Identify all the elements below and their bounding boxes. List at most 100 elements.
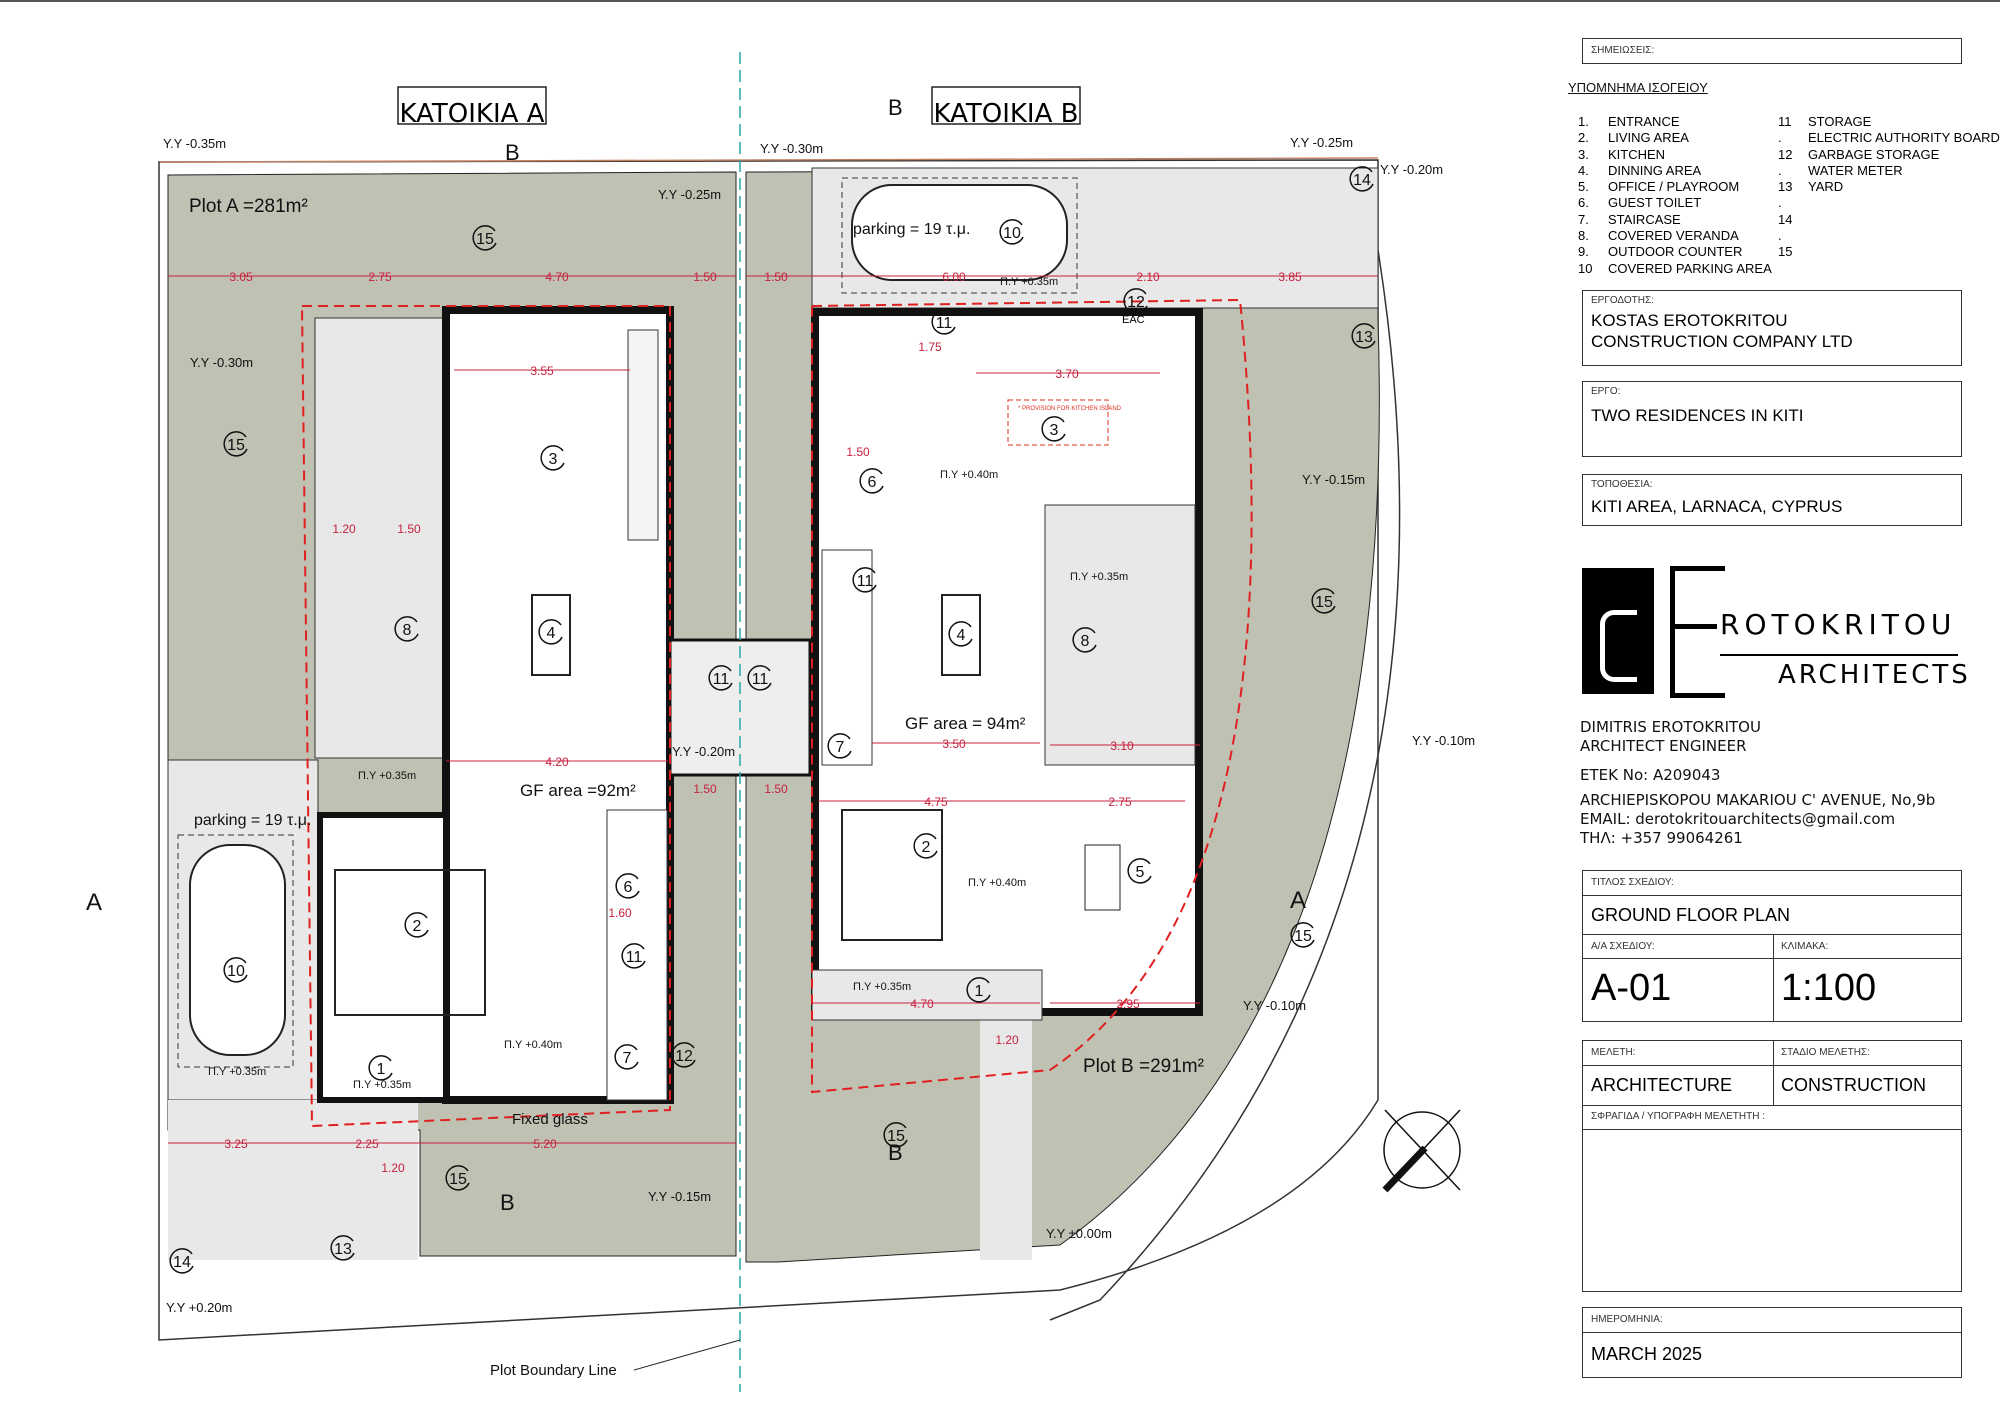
room-tag: 15 bbox=[472, 225, 497, 251]
room-tag-circle bbox=[169, 1248, 194, 1274]
room-tag-circle bbox=[1041, 416, 1066, 442]
room-tag-circle bbox=[368, 1055, 393, 1081]
level-label: Y.Y -0.10m bbox=[1412, 733, 1475, 748]
architect-email: EMAIL: derotokritouarchitects@gmail.com bbox=[1580, 810, 1896, 828]
legend-title: ΥΠΟΜΝΗΜΑ ΙΣΟΓΕΙΟΥ bbox=[1568, 80, 1708, 95]
legend-text: KITCHEN bbox=[1608, 146, 1666, 162]
room-tag: 3 bbox=[540, 445, 565, 471]
legend-text: YARD bbox=[1808, 179, 1844, 195]
room-tag-number: 15 bbox=[1294, 928, 1312, 945]
legend-item: 10 COVERED PARKING AREA bbox=[1578, 261, 1772, 277]
architect-address: ARCHIEPISKOPOU MAKARIOU C' AVENUE, No,9b bbox=[1580, 791, 1936, 809]
drawing-info-table: ΤΙΤΛΟΣ ΣΧΕΔΙΟΥ: GROUND FLOOR PLAN Α/Α ΣΧ… bbox=[1582, 870, 1962, 1022]
plot-boundary-label: Plot Boundary Line bbox=[490, 1362, 617, 1379]
legend-number: . bbox=[1778, 130, 1782, 146]
legend-number: 5. bbox=[1578, 179, 1589, 195]
property-line bbox=[159, 157, 1379, 163]
room-tag-number: 11 bbox=[857, 573, 874, 590]
date-label: ΗΜΕΡΟΜΗΝΙΑ: bbox=[1591, 1314, 1663, 1325]
room-tag-number: 10 bbox=[1003, 225, 1021, 242]
legend-text: COVERED PARKING AREA bbox=[1608, 260, 1772, 276]
room-tag: 14 bbox=[169, 1248, 194, 1274]
legend-number: 7. bbox=[1578, 211, 1589, 227]
house-b-car bbox=[851, 184, 1068, 281]
room-tag: 1 bbox=[966, 977, 991, 1003]
room-tag-number: 11 bbox=[936, 315, 953, 332]
drawing-title: GROUND FLOOR PLAN bbox=[1591, 905, 1791, 925]
scale-label: ΚΛΙΜΑΚΑ: bbox=[1781, 941, 1829, 952]
room-tag: 11 bbox=[931, 309, 956, 335]
room-tag-circle bbox=[621, 943, 646, 969]
project-box: ΕΡΓΟ: TWO RESIDENCES IN KITI bbox=[1582, 381, 1962, 457]
room-tag: 14 bbox=[1349, 166, 1374, 192]
room-tag-number: 11 bbox=[713, 671, 730, 688]
floor-level-label: Π.Υ +0.35m bbox=[1000, 276, 1058, 288]
room-tag-circle bbox=[1349, 166, 1374, 192]
room-tag: 13 bbox=[1351, 323, 1376, 349]
room-tag: 1 bbox=[368, 1055, 393, 1081]
floor-level-label: Π.Υ +0.35m bbox=[1070, 571, 1128, 583]
location-box: ΤΟΠΟΘΕΣΙΑ: KITI AREA, LARNACA, CYPRUS bbox=[1582, 474, 1962, 526]
legend-item: .WATER METER bbox=[1778, 163, 2000, 179]
room-tag: 10 bbox=[999, 219, 1024, 245]
section-marker-b-bottom: B bbox=[500, 1190, 515, 1215]
room-tag-circle bbox=[394, 616, 419, 642]
room-tag-circle bbox=[615, 873, 640, 899]
room-tag: 8 bbox=[394, 616, 419, 642]
legend-text: ENTRANCE bbox=[1608, 114, 1680, 129]
room-tag-circle bbox=[931, 309, 956, 335]
dimension-label: 4.70 bbox=[910, 997, 934, 1011]
parking-b-outline bbox=[841, 177, 1078, 294]
study-table: ΜΕΛΕΤΗ: ΣΤΑΔΙΟ ΜΕΛΕΤΗΣ: ARCHITECTURE CON… bbox=[1582, 1040, 1962, 1292]
legend-text: OFFICE / PLAYROOM bbox=[1608, 179, 1740, 195]
room-tag: 3 bbox=[1041, 416, 1066, 442]
notes-label: ΣΗΜΕΙΩΣΕΙΣ: bbox=[1591, 45, 1655, 56]
date-value: MARCH 2025 bbox=[1591, 1344, 1703, 1364]
legend-text: GUEST TOILET bbox=[1608, 195, 1702, 211]
logo-d-letter bbox=[1600, 610, 1637, 682]
room-tag-circle bbox=[538, 619, 563, 645]
legend-text: STORAGE bbox=[1808, 114, 1872, 129]
drawing-number: A-01 bbox=[1591, 967, 1672, 1009]
floor-level-label: Π.Υ +0.35m bbox=[358, 770, 416, 782]
section-marker-b-top: B bbox=[505, 140, 520, 165]
room-tag: 12 bbox=[671, 1042, 696, 1068]
architect-title: ARCHITECT ENGINEER bbox=[1580, 737, 1747, 755]
room-tag-number: 4 bbox=[547, 625, 556, 642]
room-tag-number: 1 bbox=[377, 1061, 386, 1078]
room-tag-number: 13 bbox=[1355, 329, 1373, 346]
room-tag: 4 bbox=[948, 621, 973, 647]
dimension-label: 1.50 bbox=[397, 522, 421, 536]
plot-a-area: Plot A =281m² bbox=[189, 196, 308, 217]
room-tag: 6 bbox=[615, 873, 640, 899]
dimension-label: 2.95 bbox=[1116, 997, 1140, 1011]
room-tag: 4 bbox=[538, 619, 563, 645]
building-limit-a bbox=[300, 305, 671, 1128]
legend-number: 10 bbox=[1578, 260, 1593, 276]
section-marker-a-left: A bbox=[86, 889, 102, 916]
parking-a-label: parking = 19 τ.μ. bbox=[194, 812, 311, 829]
client-label: ΕΡΓΟΔΟΤΗΣ: bbox=[1591, 295, 1654, 306]
room-tag: 2 bbox=[913, 833, 938, 859]
stage-value: CONSTRUCTION bbox=[1781, 1075, 1926, 1095]
stamp-label: ΣΦΡΑΓΙΔΑ / ΥΠΟΓΡΑΦΗ ΜΕΛΕΤΗΤΗ : bbox=[1591, 1111, 1766, 1122]
room-tag-circle bbox=[948, 621, 973, 647]
level-label: Y.Y -0.30m bbox=[190, 355, 253, 370]
dimension-label: 3.55 bbox=[530, 364, 554, 378]
dimension-label: 1.20 bbox=[995, 1033, 1019, 1047]
room-tag-circle bbox=[671, 1042, 696, 1068]
room-tag: 12 bbox=[1123, 288, 1148, 314]
legend-number: 9. bbox=[1578, 244, 1589, 260]
house-a-dining-table bbox=[531, 594, 571, 676]
room-tag-number: 10 bbox=[227, 963, 245, 980]
room-tag-circle bbox=[404, 912, 429, 938]
legend-item: 5. OFFICE / PLAYROOM bbox=[1578, 179, 1772, 195]
study-label: ΜΕΛΕΤΗ: bbox=[1591, 1047, 1636, 1058]
dimension-label: 2.25 bbox=[355, 1137, 379, 1151]
room-tag: 7 bbox=[827, 733, 852, 759]
floor-level-label: Π.Υ +0.35m bbox=[853, 981, 911, 993]
dimension-label: 1.50 bbox=[764, 270, 788, 284]
